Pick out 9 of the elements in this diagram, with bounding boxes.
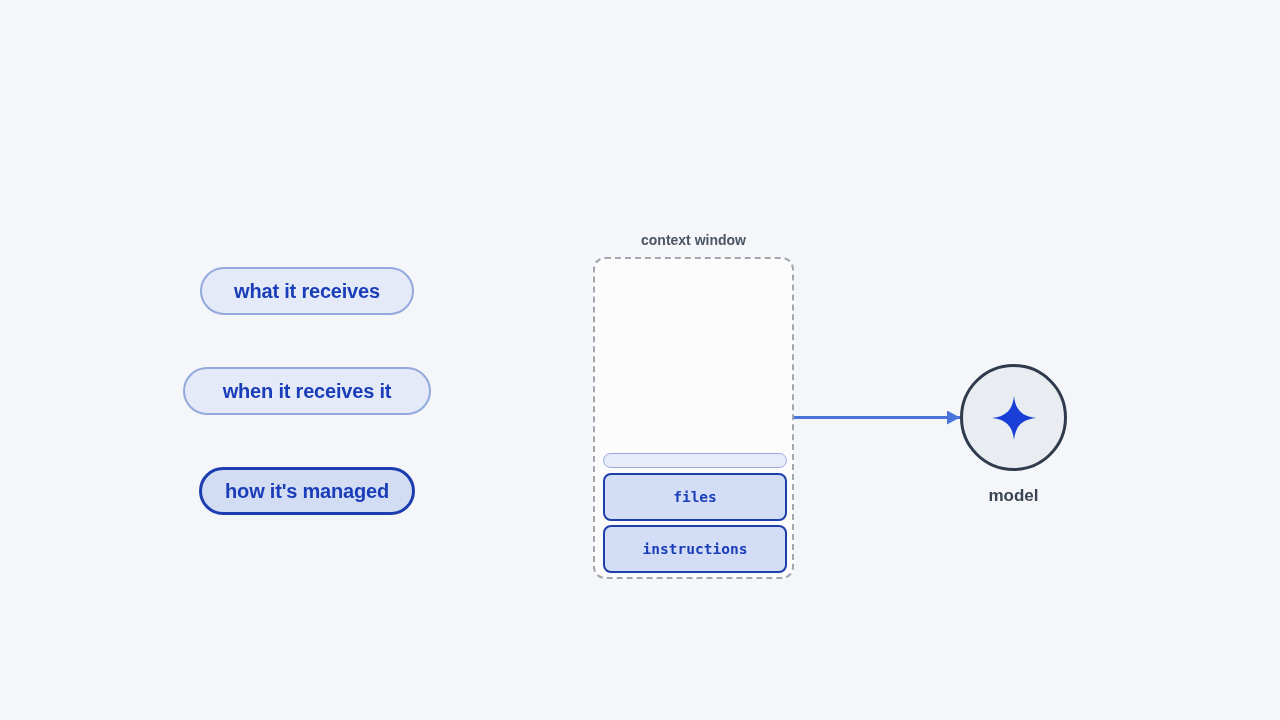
group-title: context window: [640, 231, 747, 250]
topic-pill: when it receives it: [183, 367, 431, 415]
context-block: files: [603, 473, 787, 521]
context-block: instructions: [603, 525, 787, 573]
topic-pill: how it's managed: [199, 467, 415, 515]
empty-bar: [603, 453, 787, 468]
node-label: model: [987, 485, 1040, 507]
arrow: [794, 410, 960, 425]
topic-pill: what it receives: [200, 267, 414, 315]
